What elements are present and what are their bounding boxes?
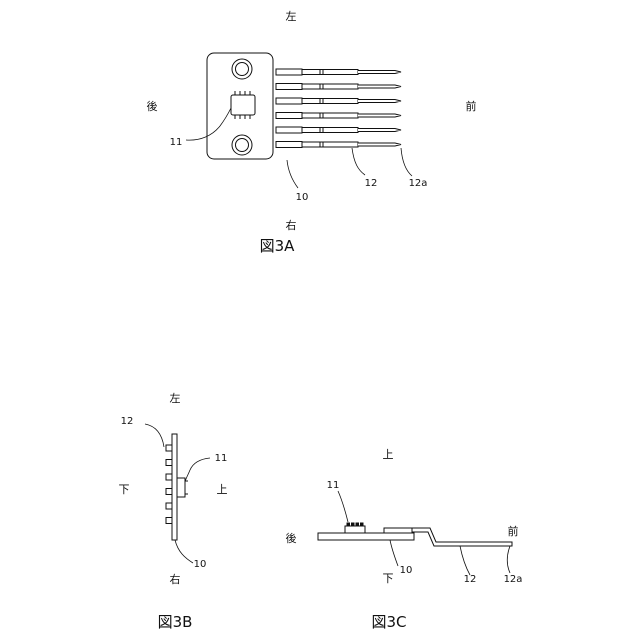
terminal-tab-3b-5 <box>166 503 172 509</box>
terminal-tab-3b-4 <box>166 489 172 495</box>
ic-chip-11-end-view <box>177 478 188 497</box>
leader-10-3c <box>390 540 398 566</box>
ref-10-3c: 10 <box>400 565 413 576</box>
terminal-3a-5 <box>276 127 401 133</box>
terminal-3a-3 <box>276 98 401 104</box>
dir-top-3a: 左 <box>286 10 297 23</box>
terminal-tab-3b-1 <box>166 445 172 451</box>
caption-3a: 図3A <box>260 237 296 255</box>
terminal-pin <box>358 71 401 74</box>
leader-12-3a <box>352 148 365 175</box>
terminal-holder <box>276 127 302 133</box>
ref-12-3a: 12 <box>365 178 378 189</box>
dir-left-3b: 下 <box>119 483 130 496</box>
dir-bottom-3b: 右 <box>170 572 181 586</box>
terminal-holder <box>276 84 302 90</box>
dir-top-3c: 上 <box>383 448 394 461</box>
terminal-pin <box>358 114 401 117</box>
terminal-wide-section <box>302 142 358 147</box>
ref-11-3c: 11 <box>327 480 340 491</box>
ref-12-3c: 12 <box>464 574 477 585</box>
leader-12a-3c <box>507 546 510 573</box>
dir-right-3b: 上 <box>217 483 228 496</box>
dir-top-3b: 左 <box>170 392 181 405</box>
dir-bottom-3a: 右 <box>286 218 297 232</box>
terminal-3a-4 <box>276 113 401 119</box>
terminal-pin <box>358 85 401 88</box>
terminal-holder <box>276 69 302 75</box>
terminals-12-top-view <box>276 69 401 148</box>
terminal-holder <box>276 98 302 104</box>
terminal-holder-side-view <box>384 528 412 533</box>
terminal-12-side-view <box>412 528 512 546</box>
leader-10-3b <box>175 540 193 563</box>
terminal-holder <box>276 113 302 119</box>
dir-right-3c: 前 <box>508 524 519 538</box>
ref-10-3a: 10 <box>296 192 309 203</box>
ref-12a-3a: 12a <box>409 178 428 189</box>
ref-12-3b: 12 <box>121 416 134 427</box>
figure-3b: 左 右 下 上 12 11 10 図3B <box>119 392 228 631</box>
ic-chip-11-top-view <box>231 91 255 119</box>
leader-12a-3a <box>401 148 412 176</box>
leader-10-3a <box>287 160 298 188</box>
dir-bottom-3c: 下 <box>383 572 394 585</box>
ref-12a-3c: 12a <box>504 574 523 585</box>
terminal-wide-section <box>302 128 358 133</box>
figure-3a: 左 右 後 前 11 10 12 12a 図3A <box>147 10 477 255</box>
dir-left-3c: 後 <box>286 531 297 545</box>
caption-3c: 図3C <box>371 613 406 631</box>
ref-11-3b: 11 <box>215 453 228 464</box>
board-10-end-view <box>172 434 177 540</box>
terminal-pin <box>358 129 401 132</box>
terminal-3a-2 <box>276 84 401 90</box>
ref-11-3a: 11 <box>170 137 183 148</box>
terminal-wide-section <box>302 99 358 104</box>
dir-left-3a: 後 <box>147 99 158 113</box>
leader-12-3b <box>145 424 164 447</box>
terminal-tab-3b-2 <box>166 460 172 466</box>
terminal-pin <box>358 143 401 146</box>
leader-11-3b <box>185 458 210 482</box>
dir-right-3a: 前 <box>466 99 477 113</box>
terminal-3a-6 <box>276 142 401 148</box>
terminal-wide-section <box>302 84 358 89</box>
terminal-pin <box>358 100 401 103</box>
terminal-tab-3b-3 <box>166 474 172 480</box>
ic-chip-11-side-view <box>345 523 365 533</box>
board-10-side-view <box>318 533 414 540</box>
terminal-tab-3b-6 <box>166 518 172 524</box>
leader-12-3c <box>460 546 470 575</box>
caption-3b: 図3B <box>158 613 193 631</box>
figure-3c: 上 下 後 前 11 10 12 12a 図3C <box>286 448 523 631</box>
terminal-holder <box>276 142 302 148</box>
terminal-wide-section <box>302 113 358 118</box>
leader-11-3c <box>338 491 348 522</box>
terminals-12-end-view <box>166 445 172 524</box>
ref-10-3b: 10 <box>194 559 207 570</box>
terminal-wide-section <box>302 70 358 75</box>
terminal-3a-1 <box>276 69 401 75</box>
